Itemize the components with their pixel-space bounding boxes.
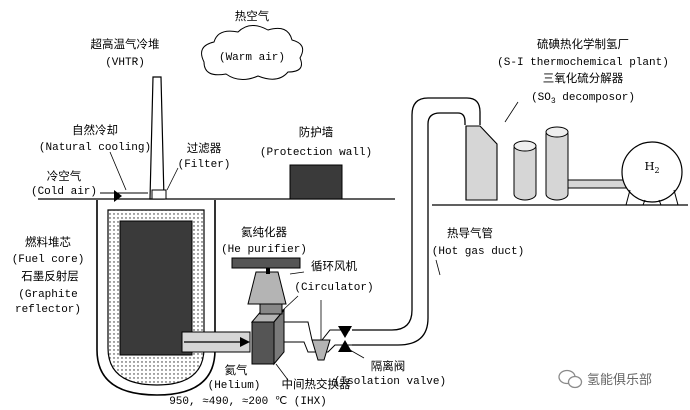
graphite-label-cn: 石墨反射层 [21,269,79,283]
ihx [250,308,286,366]
hot-gas-duct [352,97,481,346]
graphite-label-en-2: reflector) [15,304,81,316]
vhtr-label-en: (VHTR) [105,57,145,69]
ihx-label-cn: 中间热交换器 [282,377,351,391]
plant-tank-2 [545,126,569,201]
hot-gas-duct-label-cn: 热导气管 [447,226,493,240]
helium-duct [181,331,251,353]
natural-cooling-label-en: (Natural cooling) [39,142,151,154]
h2-label: H2 [644,159,659,175]
si-plant-label-cn: 硫碘热化学制氢厂 [537,37,629,51]
stack [149,76,165,200]
warm-air-label-en: (Warm air) [219,52,285,64]
warm-air-cloud [201,25,304,80]
isolation-valve-label-cn: 隔离阀 [371,359,406,373]
wechat-icon [558,369,583,389]
helium-label-cn: 氦气 [225,363,248,377]
fuel-core-label-cn: 燃料堆芯 [25,235,71,249]
filter-label-cn: 过滤器 [187,141,222,155]
protection-wall-label-cn: 防护墙 [299,125,334,139]
filter-label-en: (Filter) [178,159,231,171]
so3-decomposer [465,101,519,201]
graphite-label-en-1: (Graphite [18,289,77,301]
so3-label-cn: 三氧化硫分解器 [543,71,624,85]
watermark: 氢能俱乐部 [558,369,652,389]
he-purifier [231,257,301,274]
protection-wall [289,164,343,200]
watermark-text: 氢能俱乐部 [587,373,652,388]
he-purifier-label-en: (He purifier) [221,244,307,256]
so3-label-en: (SO3 decomposor) [531,92,635,106]
isolation-valve-label-en: (Isolation valve) [334,376,446,388]
protection-wall-label-en: (Protection wall) [260,147,372,159]
fuel-core-label-en: (Fuel core) [12,254,85,266]
reactor-shell [96,200,216,396]
cold-air-intake [100,190,148,202]
vhtr-label-cn: 超高温气冷堆 [91,37,160,51]
plant-tank-1 [513,140,537,201]
h2-pipe [567,179,629,189]
cold-air-label-en: (Cold air) [31,186,97,198]
circulator-label-cn: 循环风机 [311,259,357,273]
isolation-valve [338,326,365,359]
circulator-label-en: (Circulator) [294,282,373,294]
warm-air-label-cn: 热空气 [235,9,270,23]
temperatures-label: 950, ≈490, ≈200 ℃ (IHX) [169,396,327,408]
filter [151,189,167,200]
helium-label-en: (Helium) [208,380,261,392]
si-plant-label-en: (S-I thermochemical plant) [497,57,669,69]
natural-cooling-label-cn: 自然冷却 [72,123,118,137]
fuel-core [119,220,193,356]
circulator [247,271,299,315]
he-purifier-label-cn: 氦纯化器 [241,225,287,239]
cold-air-label-cn: 冷空气 [47,169,82,183]
h2-storage-sphere [621,141,683,206]
process-duct [284,300,360,361]
hot-gas-duct-label-en: (Hot gas duct) [432,246,524,258]
